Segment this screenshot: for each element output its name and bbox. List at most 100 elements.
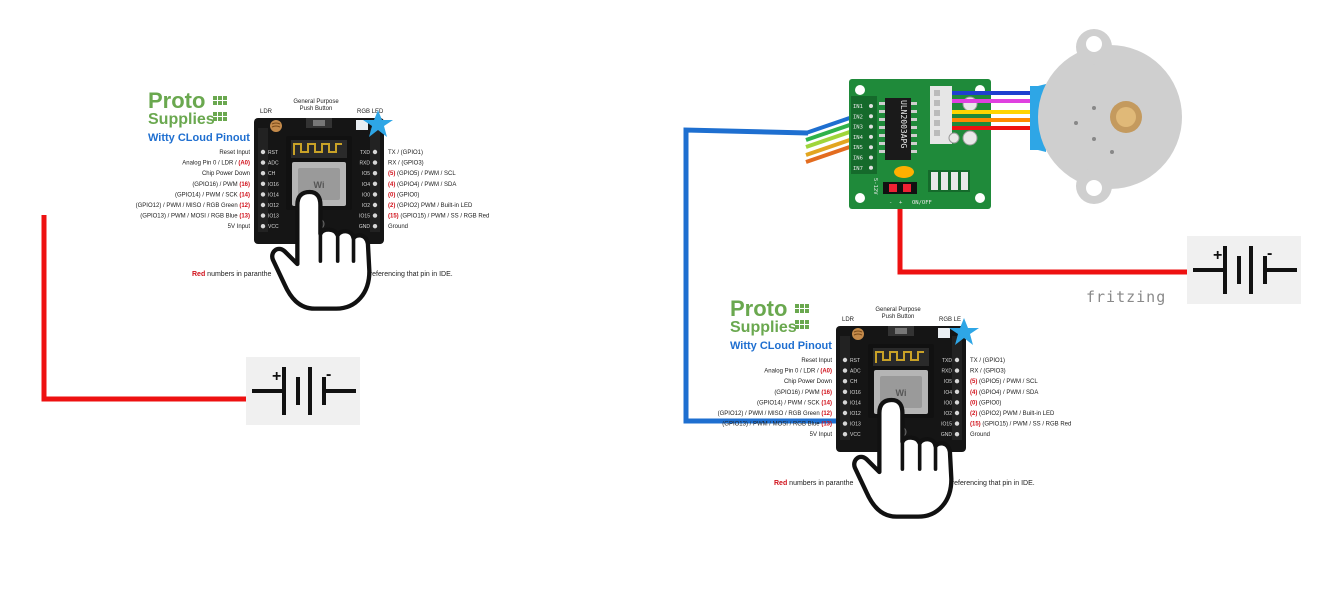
right-board-pin-left-3: IO16: [850, 390, 861, 396]
left-right-pin-1: RX / (GPIO3): [388, 161, 424, 167]
left-board-pin-hole-left-1: [260, 160, 266, 165]
left-right-pin-num-3: (4): [388, 182, 395, 188]
left-battery-plus: +: [272, 368, 281, 385]
right-board-pin-right-1: RXD: [941, 369, 952, 375]
right-left-pin-num-5: (12): [821, 411, 832, 417]
driver-plus-label: +: [899, 200, 903, 206]
right-right-pin-5: (2) (GPIO2) PWM / Built-in LED: [970, 411, 1055, 417]
left-red-wire: [41, 215, 262, 402]
right-board-pin-left-2: CH: [850, 379, 858, 385]
left-left-pin-2: Chip Power Down: [202, 171, 250, 177]
left-left-pin-text-3: (GPIO16) / PWM: [192, 182, 239, 188]
left-right-pin-num-6: (15): [388, 214, 399, 220]
right-left-pin-text-7: 5V Input: [810, 432, 833, 438]
left-pinout-title: Witty CLoud Pinout: [148, 132, 250, 144]
left-board-pin-hole-left-0: [260, 149, 266, 155]
right-button-label-1: General Purpose: [875, 307, 921, 313]
right-right-pin-4: (0) (GPIO0): [970, 400, 1001, 406]
right-board-pin-left-5: IO12: [850, 411, 861, 417]
right-board-pin-hole-right-6: [954, 421, 960, 426]
right-board-pin-left-0: RST: [850, 358, 860, 364]
right-left-pin-text-5: (GPIO12) / PWM / MISO / RGB Green: [718, 411, 822, 417]
right-board-pin-hole-left-2: [842, 379, 848, 384]
left-board-pin-hole-right-2: [372, 171, 378, 176]
right-right-pin-1: RX / (GPIO3): [970, 369, 1006, 375]
right-left-pin-4: (GPIO14) / PWM / SCK (14): [757, 400, 832, 406]
left-left-pin-0: Reset Input: [219, 150, 250, 156]
right-left-pin-2: Chip Power Down: [784, 379, 832, 385]
left-board-pin-right-5: IO2: [362, 203, 370, 209]
right-right-pin-num-5: (2): [970, 411, 977, 417]
left-board-pin-right-3: IO4: [362, 182, 370, 188]
left-battery: + -: [244, 355, 362, 427]
left-note-part2: n referencing that pin in IDE.: [364, 271, 453, 278]
left-right-pin-num-5: (2): [388, 203, 395, 209]
left-left-pin-4: (GPIO14) / PWM / SCK (14): [175, 192, 250, 198]
right-left-pin-5: (GPIO12) / PWM / MISO / RGB Green (12): [718, 411, 832, 417]
right-right-pin-num-6: (15): [970, 422, 981, 428]
left-right-pin-text-3: (GPIO4) / PWM / SDA: [395, 182, 456, 188]
left-board-pin-hole-right-3: [372, 181, 378, 186]
left-right-pin-3: (4) (GPIO4) / PWM / SDA: [388, 182, 456, 188]
left-left-pin-num-1: (A0): [238, 161, 250, 167]
left-board-pin-hole-left-5: [260, 202, 266, 208]
left-rgb-label: RGB LED: [357, 109, 384, 115]
driver-input-label-2: IN3: [853, 125, 863, 131]
left-left-pin-num-5: (12): [239, 203, 250, 209]
driver-input-pin-1: [869, 114, 873, 119]
right-board-pin-hole-right-1: [954, 368, 960, 373]
left-left-pin-3: (GPIO16) / PWM (16): [192, 182, 250, 188]
left-pin-descriptions-right: TX / (GPIO1)RX / (GPIO3)(5) (GPIO5) / PW…: [388, 150, 489, 230]
right-right-pin-text-4: (GPIO0): [977, 400, 1001, 406]
left-board-pin-hole-right-1: [372, 160, 378, 165]
right-board-pin-hole-left-7: [842, 432, 848, 437]
left-left-pin-text-1: Analog Pin 0 / LDR /: [182, 161, 238, 167]
driver-input-label-3: IN4: [853, 135, 864, 141]
right-brand-line1: Proto: [730, 296, 787, 321]
right-battery-plus: +: [1213, 247, 1222, 264]
right-board-pin-right-0: TXD: [942, 358, 952, 364]
right-board-pin-right-3: IO4: [944, 390, 952, 396]
right-right-pin-text-5: (GPIO2) PWM / Built-in LED: [977, 411, 1055, 417]
left-right-pin-num-4: (0): [388, 192, 395, 198]
left-board-pin-left-0: RST: [268, 150, 278, 156]
right-board-pin-right-2: IO5: [944, 379, 952, 385]
left-board-pin-hole-left-2: [260, 171, 266, 176]
right-right-pin-num-3: (4): [970, 390, 977, 396]
left-right-pin-5: (2) (GPIO2) PWM / Built-in LED: [388, 203, 473, 209]
right-brand-logo: Proto Supplies: [730, 296, 809, 336]
left-right-pin-2: (5) (GPIO5) / PWM / SCL: [388, 171, 456, 177]
right-left-pin-7: 5V Input: [810, 432, 833, 438]
left-right-pin-text-4: (GPIO0): [395, 192, 419, 198]
right-right-pin-text-7: Ground: [970, 432, 990, 438]
left-note-red: Red: [192, 271, 205, 278]
right-board-pin-right-4: IO0: [944, 400, 952, 406]
left-board-pin-hole-left-3: [260, 181, 266, 186]
left-left-pin-text-0: Reset Input: [219, 150, 250, 156]
right-red-wire: [897, 205, 1202, 275]
right-board-pin-right-7: GND: [941, 432, 953, 438]
left-board-pin-left-7: VCC: [268, 224, 279, 230]
left-left-pin-7: 5V Input: [228, 224, 251, 230]
left-board-pin-left-4: IO14: [268, 192, 279, 198]
right-pinout: Proto Supplies Witty CLoud Pinout LDR Ge…: [718, 296, 1071, 517]
right-board-pin-hole-right-0: [954, 357, 960, 363]
left-left-pin-5: (GPIO12) / PWM / MISO / RGB Green (12): [136, 203, 250, 209]
right-board-pin-hole-left-4: [842, 400, 848, 405]
left-left-pin-text-5: (GPIO12) / PWM / MISO / RGB Green: [136, 203, 240, 209]
left-board-pin-left-3: IO16: [268, 182, 279, 188]
right-ldr-label: LDR: [842, 317, 855, 323]
driver-input-pin-3: [869, 134, 873, 139]
right-right-pin-2: (5) (GPIO5) / PWM / SCL: [970, 379, 1038, 385]
left-right-pin-6: (15) (GPIO15) / PWM / SS / RGB Red: [388, 214, 489, 220]
left-pinout: Proto Supplies Witty CLoud Pinout LDR Ge…: [136, 88, 489, 309]
right-rgb-label: RGB LE: [939, 317, 961, 323]
right-left-pin-text-3: (GPIO16) / PWM: [774, 390, 821, 396]
left-ldr-label: LDR: [260, 109, 273, 115]
right-left-pin-0: Reset Input: [801, 358, 832, 364]
left-left-pin-1: Analog Pin 0 / LDR / (A0): [182, 161, 250, 167]
